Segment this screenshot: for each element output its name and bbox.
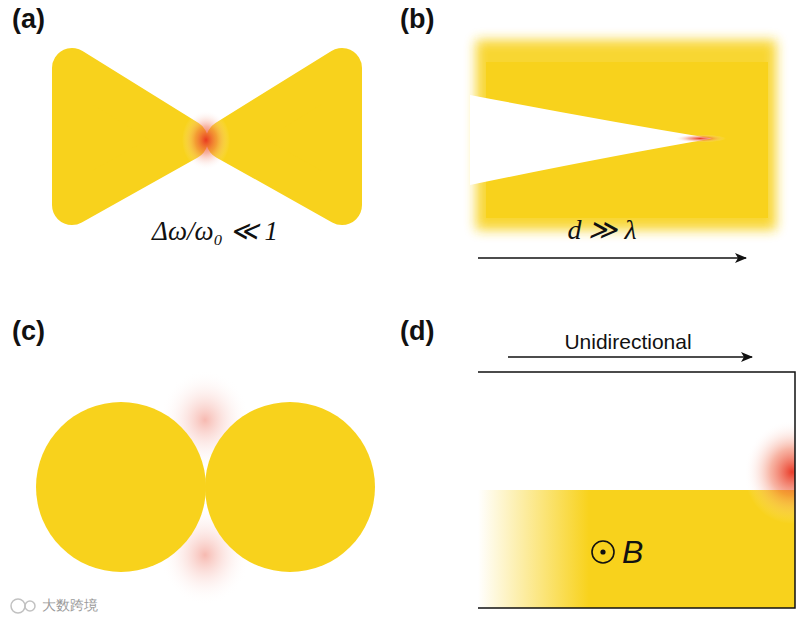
tapered-waveguide [470,40,776,258]
panel-label: (d) [400,318,434,345]
panel-label: (c) [12,318,45,345]
field-label: B [622,536,643,568]
watermark: 大数跨境 [42,598,98,612]
watermark-logo [11,599,35,613]
bandwidth-label: Δω/ω₀ ≪ 1 [152,218,278,245]
panel-label: (a) [12,6,45,33]
panel-label: (b) [400,6,434,33]
direction-label: Unidirectional [564,331,691,352]
sphere-dimer [36,370,375,605]
bowtie-antenna [72,68,342,205]
unidirectional-edge [478,357,807,608]
length-label: d ≫ λ [567,216,636,244]
